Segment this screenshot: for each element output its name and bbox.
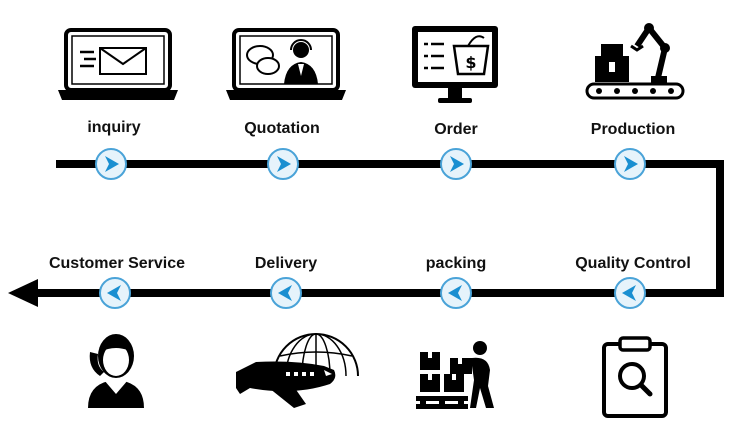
flow-node-right-4 [614,148,646,180]
flow-node-left-4 [614,277,646,309]
laptop-mail-icon [58,28,178,100]
robot-factory-icon [585,23,685,100]
bottom-flow-line [8,279,724,307]
arrowhead-left-icon [8,279,38,307]
clipboard-search-icon [602,336,668,418]
flow-node-left-3 [440,277,472,309]
customer-service-icon [88,334,144,408]
flow-node-left-1 [99,277,131,309]
laptop-support-icon [226,28,346,100]
monitor-cart-icon: $ [412,26,498,103]
step-label-customer-service: Customer Service [48,255,186,272]
airplane-globe-icon [236,333,359,408]
flow-node-left-2 [270,277,302,309]
step-label-production: Production [590,121,676,138]
step-label-delivery: Delivery [254,255,318,272]
step-label-quality-control: Quality Control [575,255,691,272]
step-label-packing: packing [425,255,487,272]
worker-packing-icon [416,341,494,409]
flow-node-right-3 [440,148,472,180]
step-label-quotation: Quotation [244,120,320,137]
step-label-inquiry: inquiry [87,119,141,136]
step-label-order: Order [434,121,478,138]
top-flow-line [56,160,724,168]
right-connector-line [716,160,724,297]
flow-node-right-2 [267,148,299,180]
svg-text:$: $ [465,53,476,72]
flow-node-right-1 [95,148,127,180]
